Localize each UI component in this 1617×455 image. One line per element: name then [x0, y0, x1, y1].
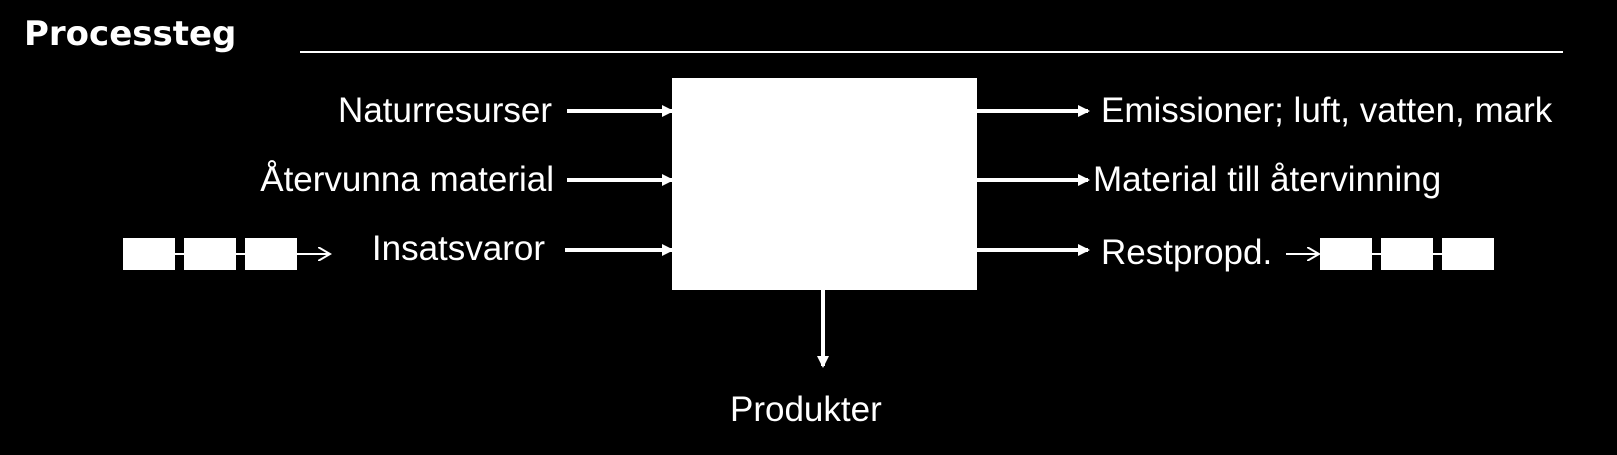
upstream-process-chain	[123, 238, 330, 270]
output-label-material-atervinning: Material till återvinning	[1093, 160, 1442, 199]
output-label-restprodukt: Restpropd.	[1101, 233, 1273, 272]
product-label: Produkter	[730, 390, 882, 429]
downstream-step-box	[1442, 238, 1494, 270]
diagram-title: Processteg	[24, 14, 237, 54]
upstream-step-box	[245, 238, 297, 270]
downstream-process-chain	[1286, 238, 1494, 270]
upstream-step-box	[184, 238, 236, 270]
input-label-insatsvaror: Insatsvaror	[371, 229, 545, 268]
upstream-step-box	[123, 238, 175, 270]
process-box	[672, 78, 977, 290]
input-label-atervunna-material: Återvunna material	[260, 160, 554, 199]
output-label-emissioner: Emissioner; luft, vatten, mark	[1101, 91, 1553, 130]
downstream-step-box	[1381, 238, 1433, 270]
downstream-step-box	[1320, 238, 1372, 270]
input-label-naturresurser: Naturresurser	[338, 91, 552, 130]
